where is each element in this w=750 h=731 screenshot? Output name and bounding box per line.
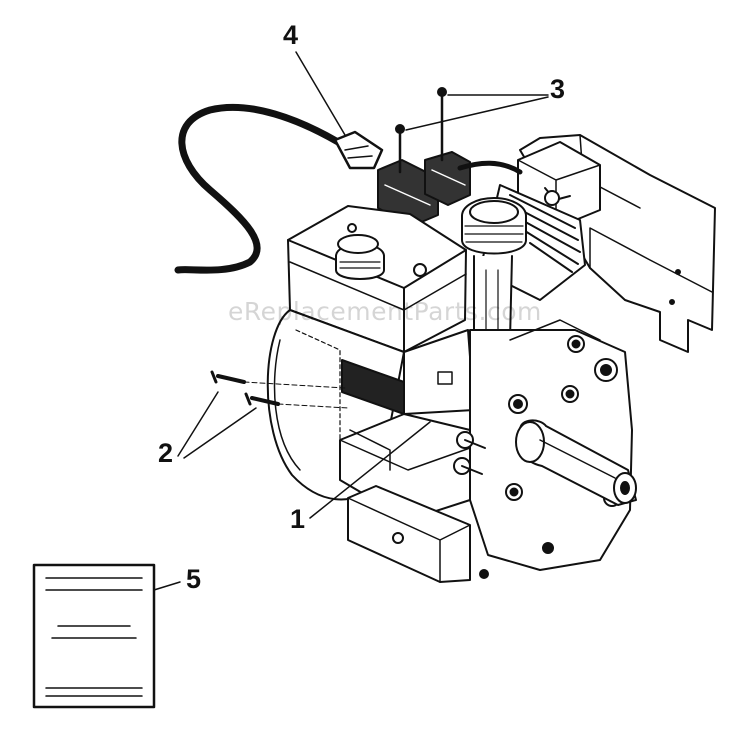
terminal-block <box>377 87 523 227</box>
watermark-text: eReplacementParts.com <box>228 297 542 326</box>
owners-manual <box>32 563 156 709</box>
callout-part-4: 4 <box>283 20 299 50</box>
callout-part-2: 2 <box>158 438 174 468</box>
callout-part-5: 5 <box>186 564 202 594</box>
callout-part-1: 1 <box>290 504 306 534</box>
callout-part-3: 3 <box>550 74 566 104</box>
mounting-screws <box>210 370 349 409</box>
leader-lines <box>153 51 549 591</box>
power-cord-plug <box>174 103 384 274</box>
crankcase <box>266 309 637 583</box>
